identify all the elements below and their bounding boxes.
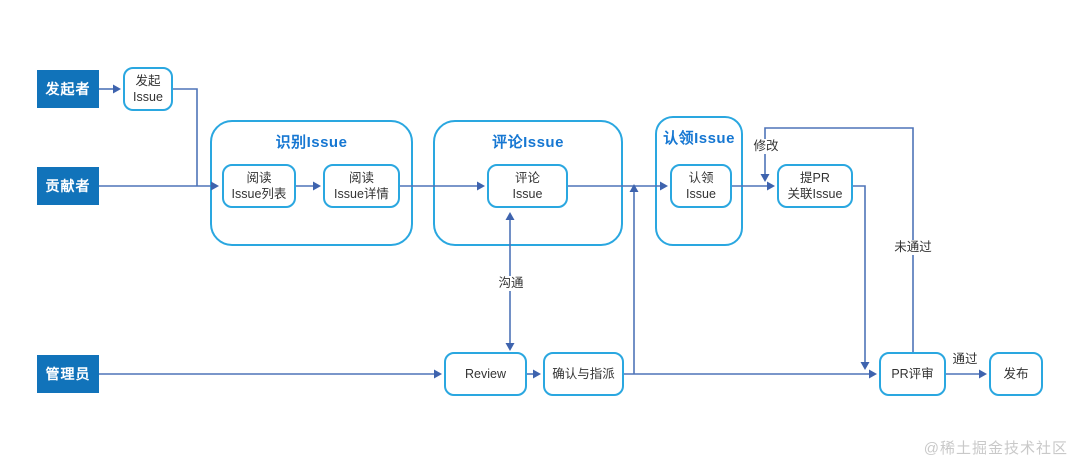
group-claim-issue: 认领Issue (655, 116, 743, 246)
node-pr-review: PR评审 (879, 352, 946, 396)
edge-label-approved: 通过 (946, 352, 984, 367)
role-contributor: 贡献者 (37, 167, 99, 205)
watermark: @稀土掘金技术社区 (923, 440, 1068, 457)
arrowhead-review (434, 369, 442, 379)
node-read-issue-detail: 阅读 Issue详情 (323, 164, 400, 208)
role-initiator: 发起者 (37, 70, 99, 108)
role-admin: 管理员 (37, 355, 99, 393)
node-comment-issue: 评论 Issue (487, 164, 568, 208)
arrowhead-submit-pr-merge-down (860, 362, 870, 370)
node-submit-pr-link-issue: 提PR 关联Issue (777, 164, 853, 208)
group-title-comment-issue: 评论Issue (492, 134, 564, 151)
edge-submit-pr-down-to-pr-review (853, 185, 866, 363)
arrowhead-branch-up (629, 184, 639, 192)
node-claim-issue: 认领 Issue (670, 164, 732, 208)
arrowhead-pr-review (869, 369, 877, 379)
node-create-issue: 发起 Issue (123, 67, 173, 111)
node-review: Review (444, 352, 527, 396)
arrowhead-publish (979, 369, 987, 379)
group-title-claim-issue: 认领Issue (663, 130, 735, 147)
arrowhead-confirm-assign (533, 369, 541, 379)
node-read-issue-list: 阅读 Issue列表 (222, 164, 296, 208)
edge-create-issue-down-join (172, 88, 198, 186)
edge-label-modify: 修改 (747, 139, 785, 154)
group-comment-issue: 评论Issue (433, 120, 623, 246)
arrowhead-create-issue (113, 84, 121, 94)
node-publish: 发布 (989, 352, 1043, 396)
edge-label-rejected: 未通过 (887, 240, 939, 255)
edge-label-communicate: 沟通 (492, 276, 530, 291)
group-title-identify-issue: 识别Issue (275, 134, 348, 151)
arrowhead-modify-down (760, 174, 770, 182)
arrowhead-submit-pr (767, 181, 775, 191)
node-confirm-assign: 确认与指派 (543, 352, 624, 396)
arrowhead-communicate-down (505, 343, 515, 351)
